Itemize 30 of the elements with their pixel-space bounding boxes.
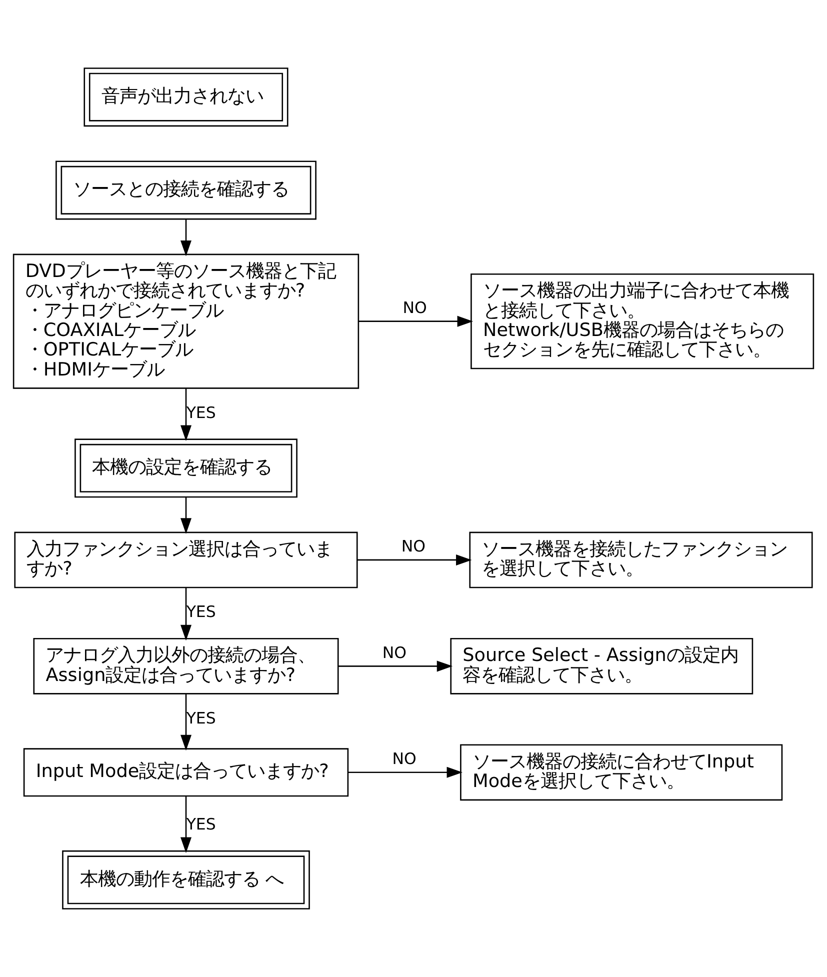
node-box: アナログ入力以外の接続の場合、Assign設定は合っていますか? — [33, 638, 339, 694]
arrow — [180, 588, 192, 641]
node-box: 本機の動作を確認する へ — [62, 850, 310, 910]
edge-label: YES — [186, 708, 216, 728]
node-box: ソース機器の出力端子に合わせて本機と接続して下さい。 Network/USB機器の場合はそちらのセクションを先に確認して下さい。 — [470, 273, 814, 370]
edge-label: NO — [401, 536, 426, 556]
node-box: Input Mode設定は合っていますか? — [23, 748, 349, 797]
node-box: 本機の設定を確認する — [74, 438, 298, 498]
node-box: ソース機器を接続したファンクションを選択して下さい。 — [469, 532, 813, 588]
node-box: ソース機器の接続に合わせてInput Modeを選択して下さい。 — [460, 744, 783, 801]
arrow — [180, 694, 192, 751]
edge-label: YES — [186, 814, 216, 834]
node-box: Source Select - Assignの設定内容を確認して下さい。 — [450, 638, 754, 694]
edge-label: NO — [392, 748, 416, 768]
node-box: ソースとの接続を確認する — [56, 160, 316, 220]
arrow — [180, 219, 192, 256]
arrow — [180, 796, 192, 854]
arrow — [348, 766, 463, 778]
arrow — [358, 316, 474, 327]
node-box: 音声が出力されない — [84, 68, 288, 127]
edge-label: NO — [402, 298, 427, 317]
arrow — [180, 497, 192, 534]
edge-label: YES — [186, 402, 216, 422]
node-box: DVDプレーヤー等のソース機器と下記のいずれかで接続されていますか? ・アナログピンケーブル ・COAXIALケーブル ・OPTICALケーブル ・HDMIケーブル — [12, 254, 360, 389]
node-box: 入力ファンクション選択は合っていますか? — [14, 532, 358, 588]
arrow — [338, 660, 453, 672]
edge-label: YES — [186, 602, 216, 622]
arrow — [357, 554, 472, 566]
arrow — [180, 388, 192, 442]
edge-label: NO — [382, 642, 407, 662]
